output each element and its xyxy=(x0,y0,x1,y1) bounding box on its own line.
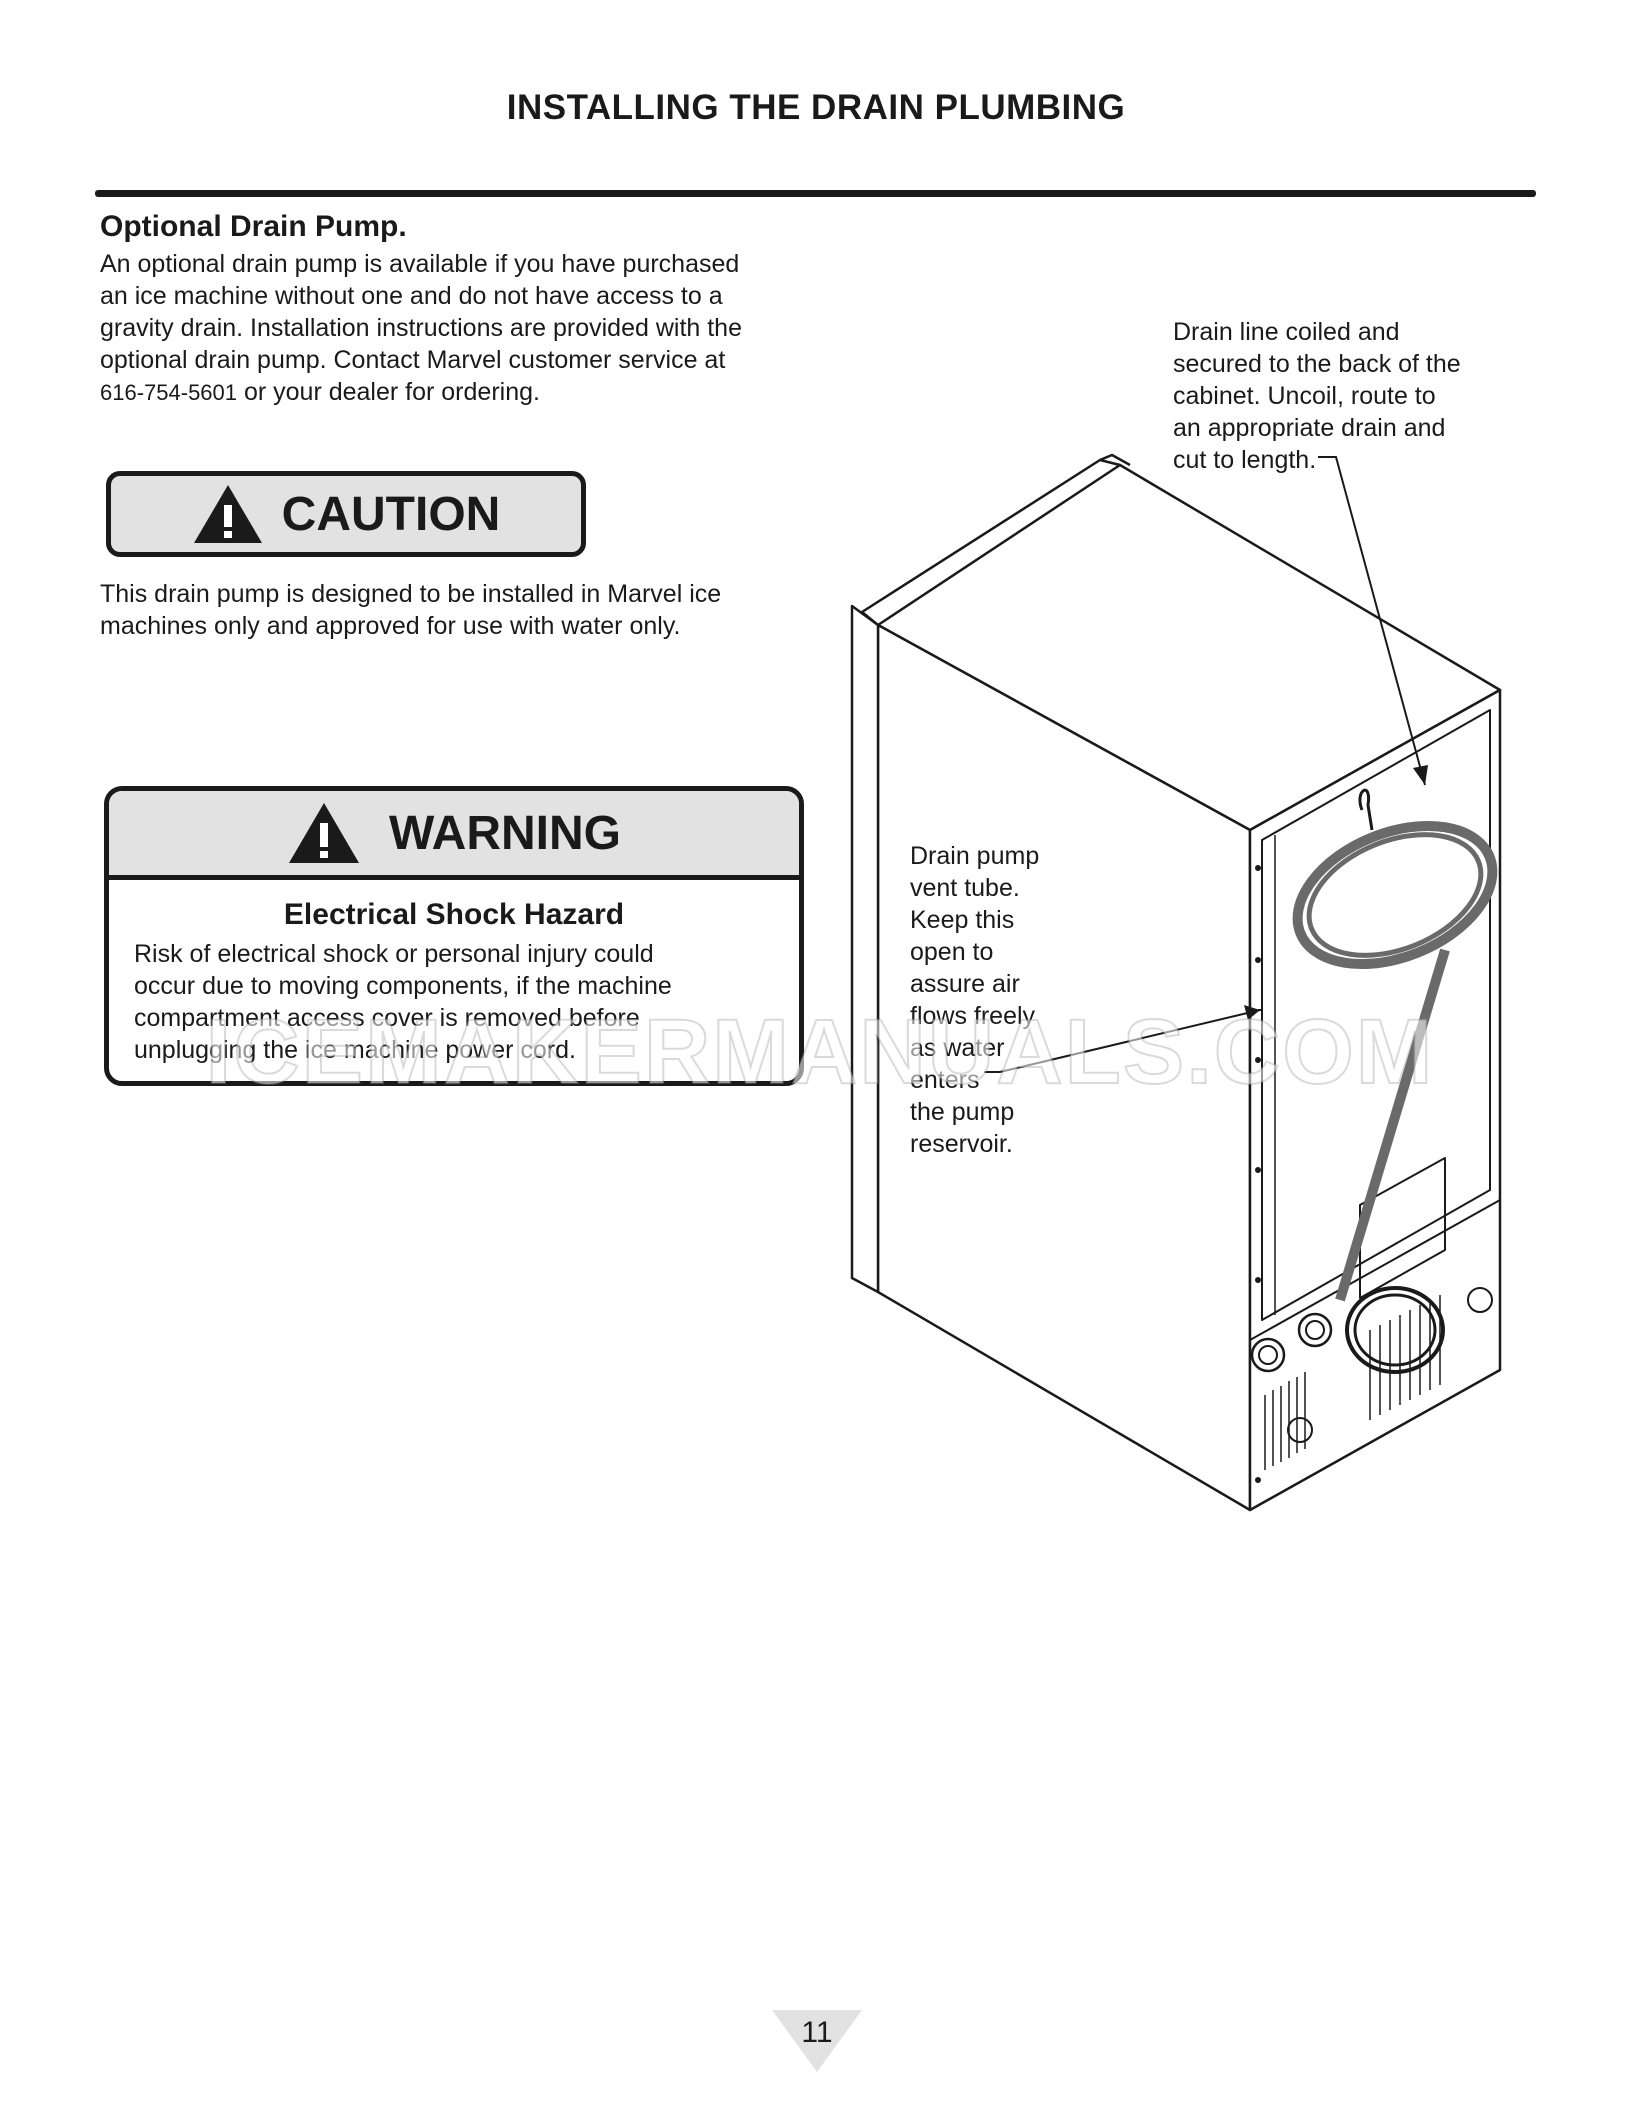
callout-line: Drain pump xyxy=(910,842,1040,870)
page-tab-triangle xyxy=(772,2010,862,2072)
intro-tail: or your dealer for ordering. xyxy=(237,378,540,406)
warning-line: unplugging the ice machine power cord. xyxy=(134,1036,576,1064)
title-divider xyxy=(95,190,1536,197)
callout-line: enters xyxy=(910,1066,980,1094)
page-title: INSTALLING THE DRAIN PLUMBING xyxy=(506,88,1126,127)
phone-number: 616-754-5601 xyxy=(100,380,238,405)
intro-line: 616-754-5601 or your dealer for ordering… xyxy=(100,376,820,409)
warning-text: Risk of electrical shock or personal inj… xyxy=(134,938,775,1066)
caution-label: CAUTION xyxy=(281,487,501,541)
warning-line: compartment access cover is removed befo… xyxy=(134,1004,640,1032)
callout-line: cabinet. Uncoil, route to xyxy=(1173,382,1436,410)
drain-line-leader xyxy=(1318,456,1426,786)
caution-label-box: CAUTION xyxy=(106,471,586,557)
intro-line: An optional drain pump is available if y… xyxy=(100,250,740,278)
callout-line: Keep this xyxy=(910,906,1015,934)
warning-triangle-icon xyxy=(289,803,359,863)
caution-line: machines only and approved for use with … xyxy=(100,612,681,640)
callout-line: flows freely xyxy=(910,1002,1036,1030)
intro-line: an ice machine without one and do not ha… xyxy=(100,282,723,310)
watermark: ICEMAKERMANUALS.COM xyxy=(205,1000,1435,1104)
warning-header: WARNING xyxy=(109,791,799,880)
intro-line: optional drain pump. Contact Marvel cust… xyxy=(100,346,726,374)
callout-line: open to xyxy=(910,938,994,966)
door-strip xyxy=(850,604,880,1294)
intro-paragraph: An optional drain pump is available if y… xyxy=(100,248,820,409)
callout-vent-tube: Drain pump vent tube. Keep this open to … xyxy=(910,840,1070,1160)
callout-line: the pump xyxy=(910,1098,1015,1126)
caution-text: This drain pump is designed to be instal… xyxy=(100,578,800,642)
drain-line-coil xyxy=(1292,820,1498,1302)
callout-line: an appropriate drain and xyxy=(1173,414,1446,442)
page-number: 11 xyxy=(801,2016,833,2049)
section-heading: Optional Drain Pump. xyxy=(100,210,407,243)
callout-drain-line: Drain line coiled and secured to the bac… xyxy=(1173,316,1513,476)
warning-line: Risk of electrical shock or personal inj… xyxy=(134,940,654,968)
warning-subtitle: Electrical Shock Hazard xyxy=(283,898,625,931)
vent-tube-leader xyxy=(984,1009,1261,1073)
callout-line: secured to the back of the xyxy=(1173,350,1461,378)
callout-line: vent tube. xyxy=(910,874,1020,902)
warning-box: WARNING Electrical Shock Hazard Risk of … xyxy=(104,786,804,1086)
page-number-marker: 11 xyxy=(772,2010,862,2074)
machine-compartment xyxy=(1249,1199,1501,1511)
warning-line: occur due to moving components, if the m… xyxy=(134,972,672,1000)
callout-line: Drain line coiled and xyxy=(1173,318,1400,346)
callout-line: reservoir. xyxy=(910,1130,1013,1158)
callout-line: cut to length. xyxy=(1173,446,1317,474)
warning-triangle-icon xyxy=(193,485,262,543)
intro-line: gravity drain. Installation instructions… xyxy=(100,314,742,342)
callout-line: assure air xyxy=(910,970,1020,998)
callout-line: as water xyxy=(910,1034,1005,1062)
warning-label: WARNING xyxy=(389,806,621,860)
caution-line: This drain pump is designed to be instal… xyxy=(100,580,722,608)
